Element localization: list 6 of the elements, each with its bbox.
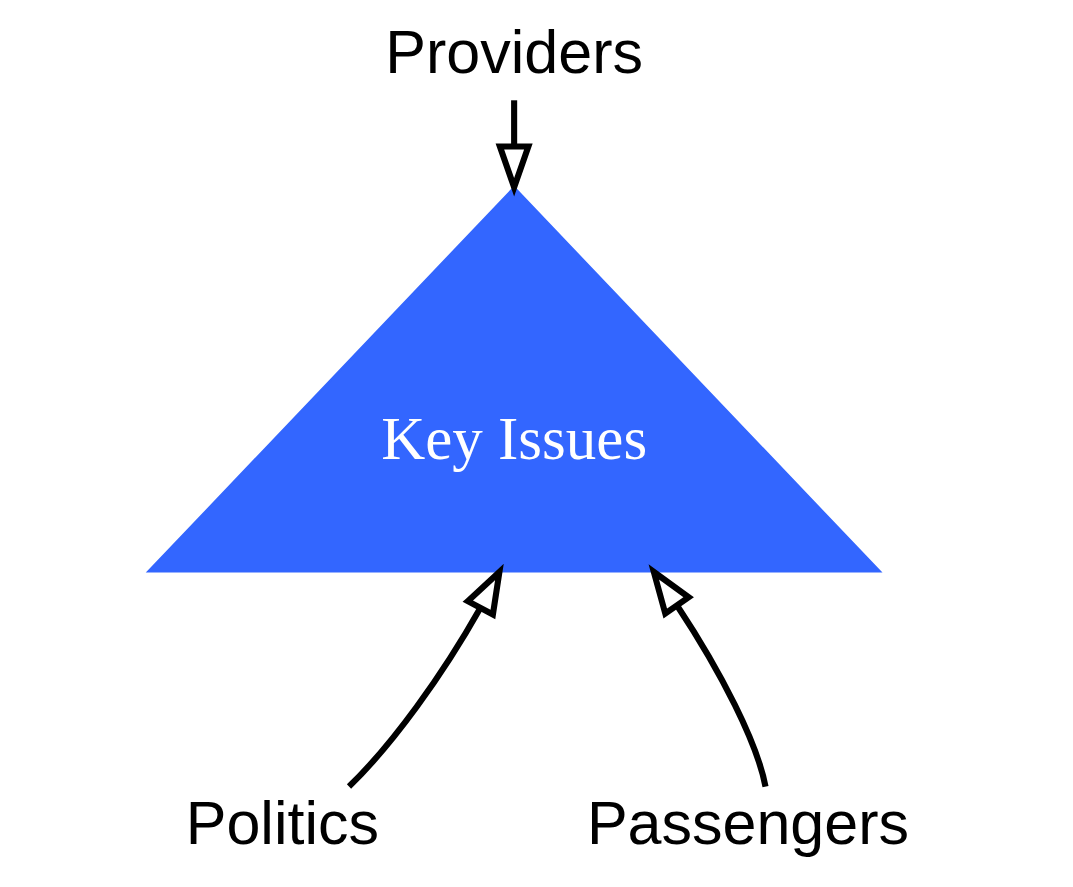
arrow <box>648 564 769 788</box>
node-text: Providers <box>385 18 643 87</box>
arrow <box>346 563 504 789</box>
arrow <box>495 100 533 197</box>
node-text: Passengers <box>586 789 910 858</box>
node-text: Politics <box>185 789 379 858</box>
